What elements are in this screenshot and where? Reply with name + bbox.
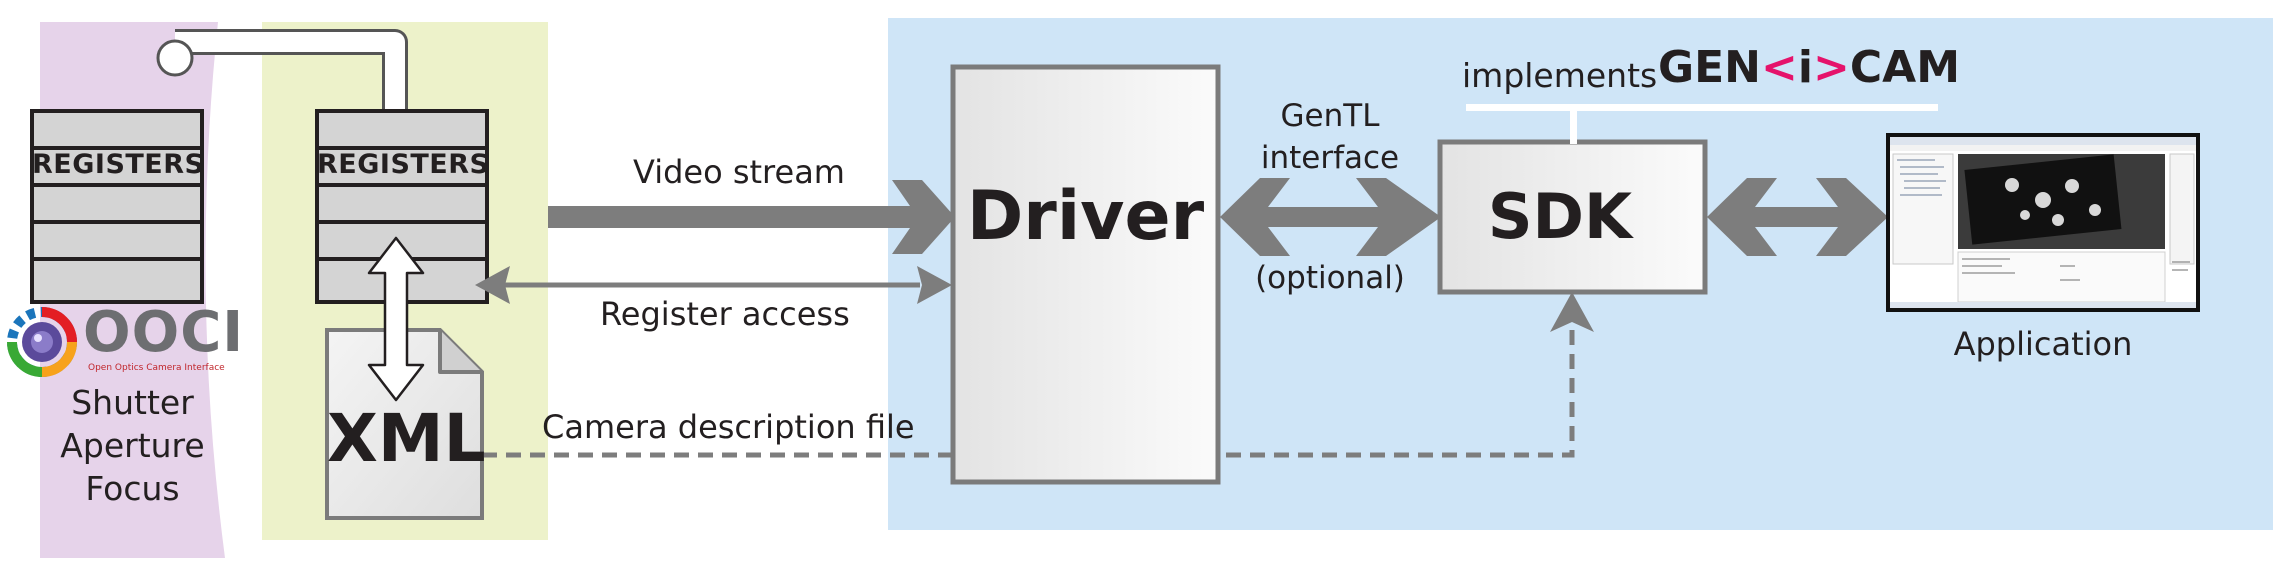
xml-document (325, 328, 484, 520)
genicam-logo: GEN<i>CAM (1658, 42, 1960, 93)
registers-label-left: REGISTERS (32, 149, 205, 180)
driver-label: Driver (966, 177, 1205, 256)
xml-registers-double-arrow (367, 236, 425, 402)
implements-stem (1570, 104, 1577, 144)
genicam-logo-i: i (1797, 42, 1813, 93)
gentl-double-arrow (1220, 178, 1441, 256)
ooci-item-aperture: Aperture (60, 426, 205, 465)
implements-label: implements (1462, 56, 1658, 95)
optional-label: (optional) (1255, 260, 1405, 296)
genicam-logo-gen: GEN (1658, 42, 1761, 93)
sdk-box (1437, 139, 1708, 295)
cable-end-cover (172, 45, 182, 71)
video-stream-arrow (548, 180, 955, 254)
camera-description-file-line (482, 292, 1594, 458)
genicam-logo-cam: CAM (1849, 42, 1960, 93)
application-screenshot (1886, 133, 2200, 312)
registers-stack-left (30, 109, 204, 304)
ooci-logo-text: OOCI (83, 300, 245, 365)
xml-label: XML (327, 400, 486, 477)
registers-label-right: REGISTERS (317, 149, 490, 180)
implements-underline (1466, 104, 1938, 111)
driver-box (950, 64, 1221, 485)
genicam-logo-lt: < (1761, 42, 1798, 93)
camera-description-file-label: Camera description file (542, 408, 915, 446)
sdk-label: SDK (1487, 180, 1633, 253)
ooci-tagline: Open Optics Camera Interface (88, 363, 225, 373)
register-access-arrow (475, 266, 952, 304)
gentl-label-line1: GenTL (1280, 98, 1380, 134)
ooci-item-shutter: Shutter (71, 383, 194, 422)
application-label: Application (1953, 325, 2133, 363)
genicam-logo-gt: > (1812, 42, 1850, 93)
ooci-gear-icon (7, 307, 77, 377)
register-link-cable-inner (175, 32, 405, 125)
register-access-label: Register access (600, 295, 850, 333)
sdk-application-double-arrow (1707, 178, 1888, 256)
ooci-item-focus: Focus (85, 469, 180, 508)
gentl-label-line2: interface (1260, 140, 1400, 176)
video-stream-label: Video stream (633, 153, 845, 191)
